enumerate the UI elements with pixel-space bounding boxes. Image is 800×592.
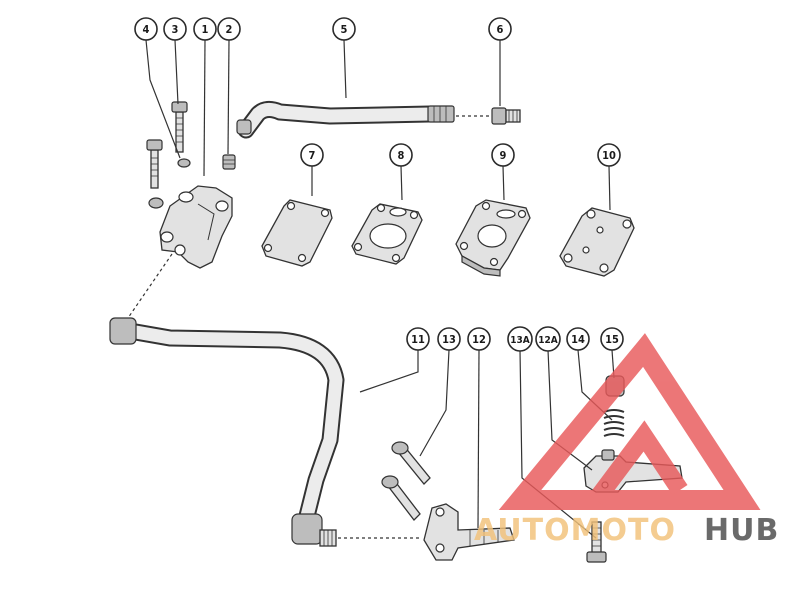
callout-2: 2 — [217, 17, 241, 41]
svg-text:3: 3 — [172, 23, 179, 36]
callout-13A: 13A — [507, 326, 533, 352]
svg-text:11: 11 — [411, 333, 425, 346]
svg-text:15: 15 — [605, 333, 619, 346]
callout-12: 12 — [467, 327, 491, 351]
brand-watermark: AUTOMOTO HUB — [474, 333, 779, 548]
svg-text:2: 2 — [226, 23, 233, 36]
svg-text:9: 9 — [500, 149, 507, 162]
svg-text:4: 4 — [143, 23, 150, 36]
svg-text:6: 6 — [497, 23, 504, 36]
part-3-bolt — [171, 101, 188, 153]
part-washer — [177, 158, 191, 168]
part-4-bolt — [146, 139, 163, 189]
svg-text:10: 10 — [602, 149, 616, 162]
callout-3: 3 — [163, 17, 187, 41]
svg-text:13A: 13A — [510, 335, 530, 346]
svg-text:14: 14 — [571, 333, 585, 346]
part-13A-bolt — [586, 521, 607, 563]
part-7-gasket — [261, 199, 333, 267]
callout-15: 15 — [600, 327, 624, 351]
part-10-plate — [559, 207, 635, 277]
part-5-tube — [236, 100, 455, 139]
callout-9: 9 — [491, 143, 515, 167]
svg-text:8: 8 — [398, 149, 405, 162]
part-9-spacer — [455, 199, 531, 277]
callout-14: 14 — [566, 327, 590, 351]
part-14-spring — [603, 409, 625, 437]
svg-text:12: 12 — [472, 333, 486, 346]
callout-13: 13 — [437, 327, 461, 351]
callout-7: 7 — [300, 143, 324, 167]
callout-10: 10 — [597, 143, 621, 167]
brand-triangle-logo — [498, 333, 761, 510]
callout-4: 4 — [134, 17, 158, 41]
watermark-text-right: HUB — [704, 513, 779, 548]
svg-text:12A: 12A — [538, 335, 558, 346]
callout-11: 11 — [406, 327, 430, 351]
part-13-screw-lower — [381, 475, 421, 521]
callout-12A: 12A — [535, 326, 561, 352]
part-13-screw-upper — [391, 441, 431, 485]
callout-5: 5 — [332, 17, 356, 41]
part-1-adapter-block — [159, 185, 233, 269]
part-11-tube — [109, 317, 345, 547]
part-12-housing — [423, 503, 515, 561]
part-washer-lower — [148, 197, 164, 209]
svg-text:7: 7 — [309, 149, 316, 162]
svg-text:1: 1 — [202, 23, 209, 36]
part-2-nut — [222, 154, 236, 170]
part-8-gasket — [351, 203, 423, 265]
callout-6: 6 — [488, 17, 512, 41]
watermark-text-left: AUTOMOTO — [474, 513, 676, 548]
callout-8: 8 — [389, 143, 413, 167]
part-6-fitting — [491, 107, 521, 125]
callout-1: 1 — [193, 17, 217, 41]
svg-text:5: 5 — [341, 23, 348, 36]
svg-text:13: 13 — [442, 333, 456, 346]
